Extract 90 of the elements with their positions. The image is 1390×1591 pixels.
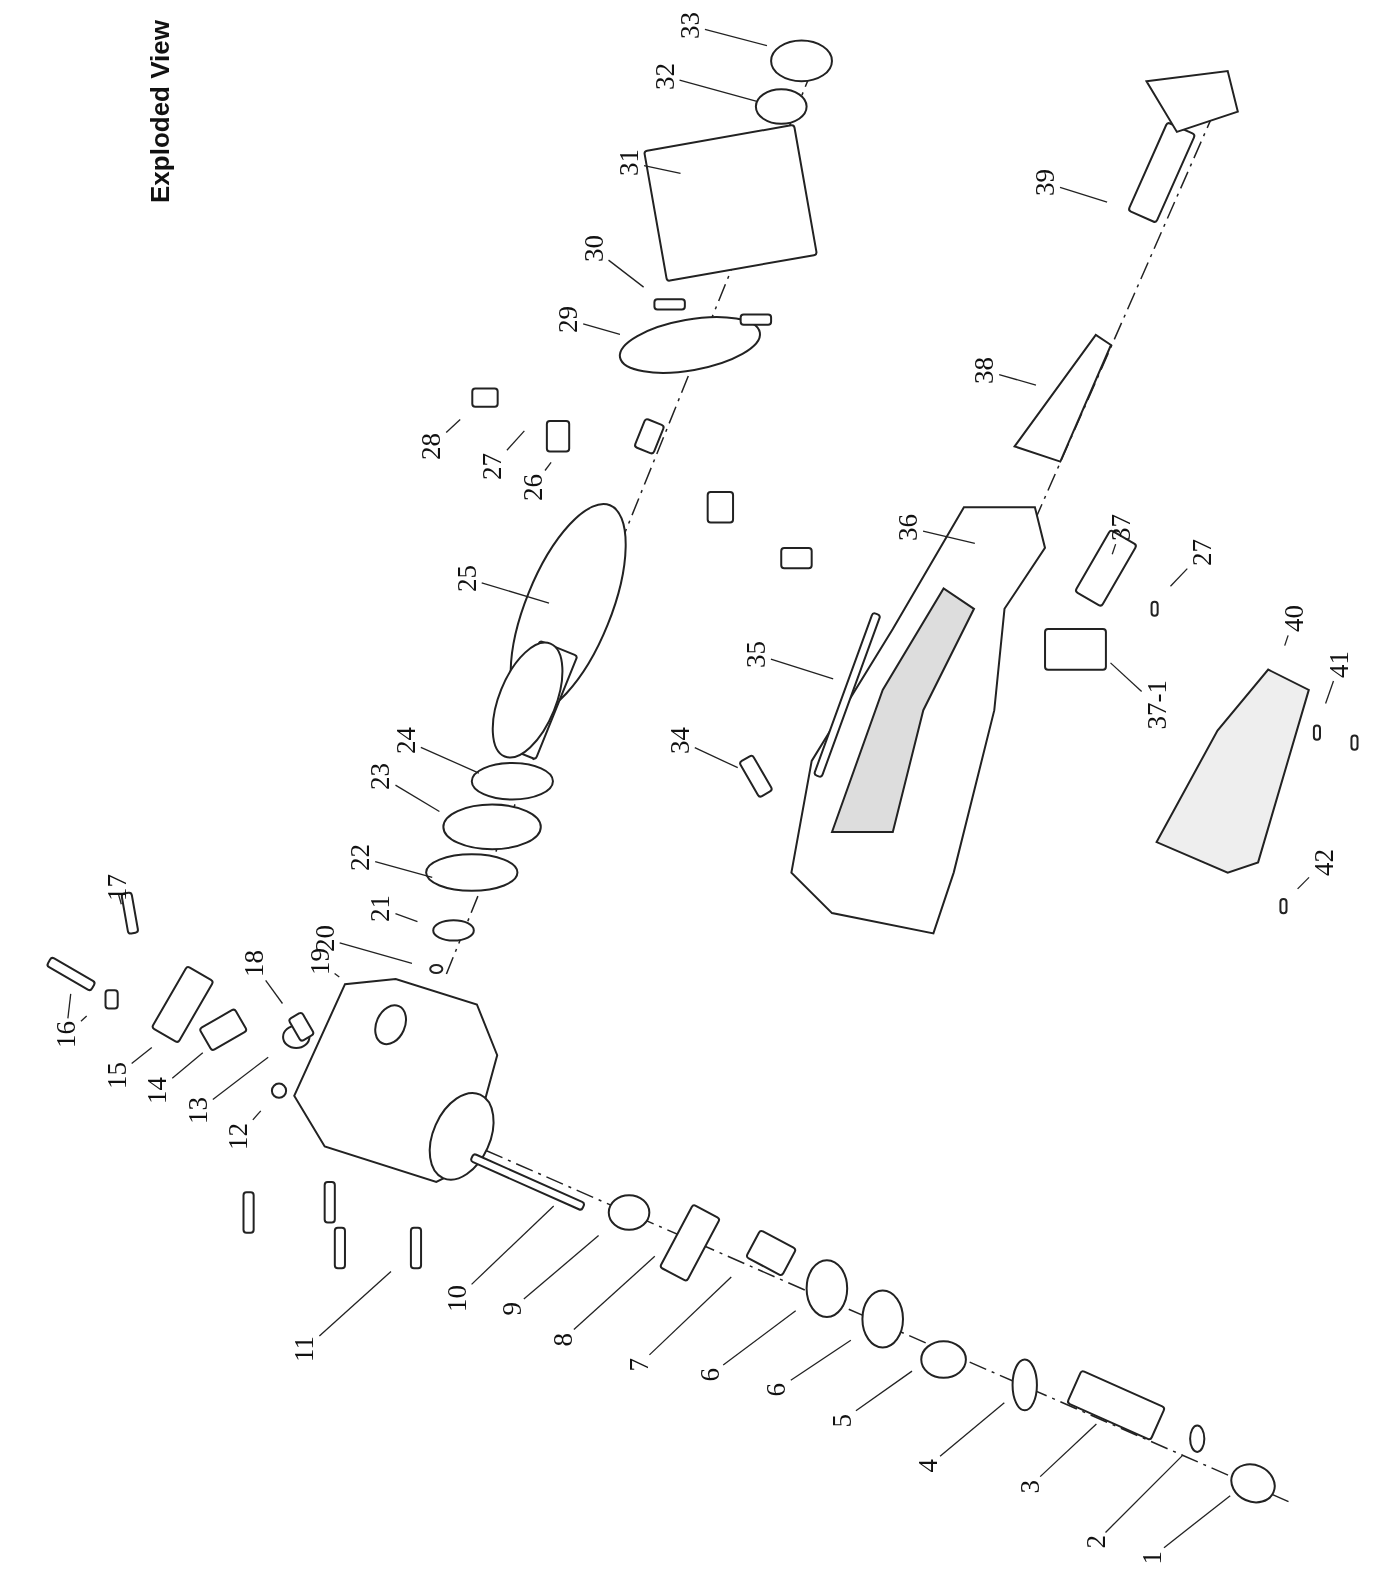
leader-line — [770, 658, 834, 680]
leader-line — [1104, 1454, 1184, 1534]
callout-number: 35 — [743, 640, 768, 668]
callout-number: 4 — [916, 1459, 941, 1473]
callout-number: 21 — [368, 894, 393, 922]
callout-number: 27 — [480, 453, 505, 481]
callout-number: 37 — [1109, 514, 1134, 542]
leader-line — [420, 746, 480, 774]
leader-line — [374, 860, 433, 878]
callout-number: 7 — [627, 1357, 652, 1372]
callout-number: 5 — [830, 1413, 855, 1428]
leader-line — [394, 912, 419, 923]
callout-number: 36 — [896, 514, 921, 542]
leader-line — [523, 1234, 600, 1300]
leader-line — [445, 418, 461, 434]
leader-line — [643, 164, 682, 174]
leader-line — [265, 979, 284, 1005]
leader-line — [1059, 186, 1108, 203]
callout-number: 37-1 — [1144, 680, 1169, 730]
callout-number: 15 — [104, 1061, 129, 1089]
callout-number: 41 — [1327, 651, 1352, 679]
callout-number: 12 — [226, 1122, 251, 1150]
leader-line — [117, 893, 122, 905]
leader-line — [998, 373, 1037, 386]
callout-number: 39 — [1033, 169, 1058, 197]
callout-number: 3 — [1017, 1479, 1042, 1494]
callout-number: 28 — [419, 432, 444, 460]
leader-line — [171, 1052, 204, 1079]
leader-line — [481, 582, 550, 604]
callout-number: 11 — [292, 1336, 317, 1363]
callout-number: 8 — [551, 1332, 576, 1346]
leader-line — [80, 1015, 88, 1022]
leader-line — [648, 1276, 732, 1356]
leader-line — [212, 1056, 269, 1101]
callout-number: 9 — [500, 1302, 525, 1316]
leader-line — [470, 1205, 555, 1285]
callout-number: 23 — [368, 762, 393, 790]
callout-number: 1 — [1139, 1550, 1164, 1565]
leader-line — [333, 972, 340, 978]
leader-line — [582, 323, 621, 336]
leader-line — [1296, 876, 1310, 890]
leader-line — [939, 1402, 1005, 1457]
leader-line — [318, 1270, 392, 1337]
callout-number: 42 — [1312, 848, 1337, 876]
callout-number: 22 — [348, 843, 373, 871]
leader-line — [722, 1310, 797, 1366]
leader-line — [544, 461, 552, 472]
leader-line — [855, 1370, 913, 1412]
callout-number: 32 — [652, 62, 677, 90]
callout-number: 27 — [1190, 539, 1215, 567]
leader-line — [678, 79, 758, 102]
leader-line — [1039, 1423, 1098, 1478]
callout-number: 6 — [764, 1383, 789, 1397]
title: Exploded View — [145, 20, 175, 203]
leader-line — [1111, 543, 1117, 555]
callout-number: 40 — [1281, 605, 1306, 633]
leader-line — [506, 430, 525, 451]
callout-number: 16 — [53, 1021, 78, 1049]
callout-number: 33 — [677, 11, 702, 39]
callout-number: 13 — [185, 1097, 210, 1125]
callout-number: 34 — [667, 727, 692, 755]
callout-number: 17 — [104, 874, 129, 902]
callout-number: 29 — [556, 306, 581, 334]
callout-number: 10 — [444, 1285, 469, 1313]
leader-line — [694, 747, 739, 769]
leader-line — [1169, 567, 1188, 587]
leader-line — [704, 28, 768, 47]
leader-line — [573, 1255, 656, 1331]
leader-line — [67, 993, 72, 1020]
leader-line — [1109, 662, 1143, 693]
callout-number: 14 — [145, 1077, 170, 1105]
leader-line — [339, 942, 413, 965]
callout-number: 25 — [454, 564, 479, 592]
leader-line — [1163, 1495, 1231, 1549]
callout-number: 26 — [520, 473, 545, 501]
leader-line — [131, 1046, 153, 1065]
leader-line — [252, 1110, 262, 1121]
callout-number: 2 — [1083, 1535, 1108, 1549]
callout-number: 18 — [241, 950, 266, 978]
callout-number: 38 — [972, 356, 997, 384]
callout-number: 30 — [581, 235, 606, 263]
leader-line — [922, 530, 976, 544]
callout-number: 6 — [698, 1368, 723, 1382]
leader-line — [1324, 680, 1335, 705]
leader-line — [1284, 634, 1289, 647]
leader-line — [607, 259, 645, 288]
callout-number: 31 — [617, 148, 642, 176]
callout-number: 24 — [393, 727, 418, 755]
leader-line — [394, 784, 441, 813]
leader-line — [790, 1339, 852, 1381]
